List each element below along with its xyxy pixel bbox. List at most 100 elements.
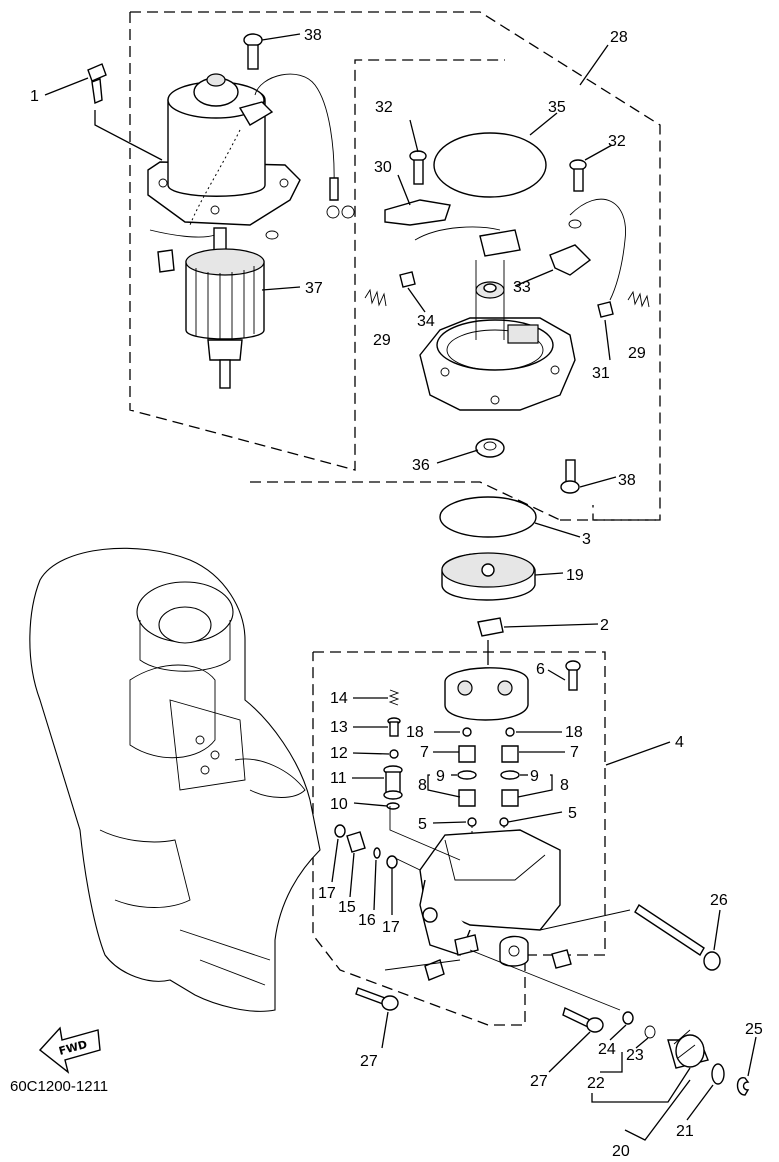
brush-34 <box>399 271 416 288</box>
o-ring-17-left <box>334 824 346 838</box>
callout-15: 15 <box>338 899 356 916</box>
valves-7 <box>458 745 519 763</box>
balls-18 <box>462 727 515 737</box>
callout-29-left: 29 <box>373 332 391 349</box>
callout-32-left: 32 <box>375 99 393 116</box>
brush-holder-33 <box>549 198 626 301</box>
pump-cover <box>444 667 529 721</box>
circlip-25 <box>736 1077 750 1096</box>
callout-27-left: 27 <box>360 1053 378 1070</box>
callout-2: 2 <box>600 617 609 634</box>
callout-23: 23 <box>626 1047 644 1064</box>
callout-31: 31 <box>592 365 610 382</box>
seats-8 <box>458 789 519 807</box>
o-ring-10 <box>386 802 400 810</box>
filter-2 <box>477 617 504 637</box>
callout-1: 1 <box>30 88 39 105</box>
spring-29-right <box>627 290 650 308</box>
group-28-boundary <box>129 11 661 521</box>
callout-27-right: 27 <box>530 1073 548 1090</box>
callout-30: 30 <box>374 159 392 176</box>
callout-22: 22 <box>587 1075 605 1092</box>
seal-36 <box>475 438 505 458</box>
valve-11 <box>383 765 403 800</box>
callout-34: 34 <box>417 313 435 330</box>
plugs <box>424 949 572 981</box>
callout-13: 13 <box>330 719 348 736</box>
callout-6: 6 <box>536 661 545 678</box>
callout-8-right: 8 <box>560 777 569 794</box>
callout-28: 28 <box>610 29 628 46</box>
gear-plate-19 <box>441 552 536 601</box>
callout-17-right: 17 <box>382 919 400 936</box>
callout-3: 3 <box>582 531 591 548</box>
callout-17-left: 17 <box>318 885 336 902</box>
callout-19: 19 <box>566 567 584 584</box>
callout-9-left: 9 <box>436 768 445 785</box>
bolt-27-right <box>562 1007 604 1033</box>
o-rings-9 <box>457 770 520 780</box>
callout-9-right: 9 <box>530 768 539 785</box>
callout-18-left: 18 <box>406 724 424 741</box>
bolt-26 <box>539 904 721 971</box>
callout-38-top: 38 <box>304 27 322 44</box>
o-ring-3 <box>439 496 537 538</box>
pin-13 <box>387 717 401 737</box>
callout-11: 11 <box>330 770 347 787</box>
callout-18-right: 18 <box>565 724 583 741</box>
screw-1 <box>87 63 107 105</box>
forward-arrow-icon: FWD <box>38 1026 101 1074</box>
callout-labels: 1 38 28 32 35 32 30 37 33 34 29 29 31 36… <box>30 27 763 1160</box>
screw-32-left <box>409 150 427 185</box>
mount-bracket <box>29 547 321 1012</box>
group-4-boundary <box>312 651 606 1026</box>
callout-4: 4 <box>675 734 684 751</box>
callout-7-right: 7 <box>570 744 579 761</box>
callout-24: 24 <box>598 1041 616 1058</box>
screw-32-right <box>568 159 587 229</box>
o-ring-16 <box>373 847 381 859</box>
callout-10: 10 <box>330 796 348 813</box>
callout-33: 33 <box>513 279 531 296</box>
connector-20 <box>667 1029 709 1069</box>
armature <box>185 227 265 389</box>
motor-housing <box>147 73 355 273</box>
brush-holder-30 <box>384 199 521 257</box>
callout-7-left: 7 <box>420 744 429 761</box>
ball-12 <box>389 749 399 759</box>
callout-36: 36 <box>412 457 430 474</box>
fitting-15 <box>346 831 366 853</box>
callout-25: 25 <box>745 1021 763 1038</box>
screw-6 <box>565 660 581 691</box>
brush-31 <box>597 301 614 318</box>
callout-37: 37 <box>305 280 323 297</box>
callout-35: 35 <box>548 99 566 116</box>
callout-5-right: 5 <box>568 805 577 822</box>
callout-21: 21 <box>676 1123 694 1140</box>
bearing <box>475 281 505 299</box>
callout-32-right: 32 <box>608 133 626 150</box>
spring-29-left <box>364 288 387 307</box>
diagram-code: 60C1200-1211 <box>10 1078 108 1095</box>
pump-body <box>419 829 561 967</box>
spring-14 <box>388 689 400 706</box>
bolt-27-left <box>355 987 399 1011</box>
callout-20: 20 <box>612 1143 630 1160</box>
callout-16: 16 <box>358 912 376 929</box>
callout-29-right: 29 <box>628 345 646 362</box>
callout-12: 12 <box>330 745 348 762</box>
pump-guide-lines <box>389 806 461 871</box>
leader-lines <box>44 33 757 1141</box>
callout-14: 14 <box>330 690 348 707</box>
o-ring-35 <box>433 132 547 198</box>
motor-base <box>419 260 576 411</box>
screw-38-top <box>243 33 263 70</box>
callout-8-left: 8 <box>418 777 427 794</box>
screw-38-bottom <box>560 459 580 494</box>
fitting-22 <box>622 1011 656 1039</box>
callout-5-left: 5 <box>418 816 427 833</box>
callout-26: 26 <box>710 892 728 909</box>
callout-38-bottom: 38 <box>618 472 636 489</box>
pump-side-lines <box>384 949 621 1011</box>
